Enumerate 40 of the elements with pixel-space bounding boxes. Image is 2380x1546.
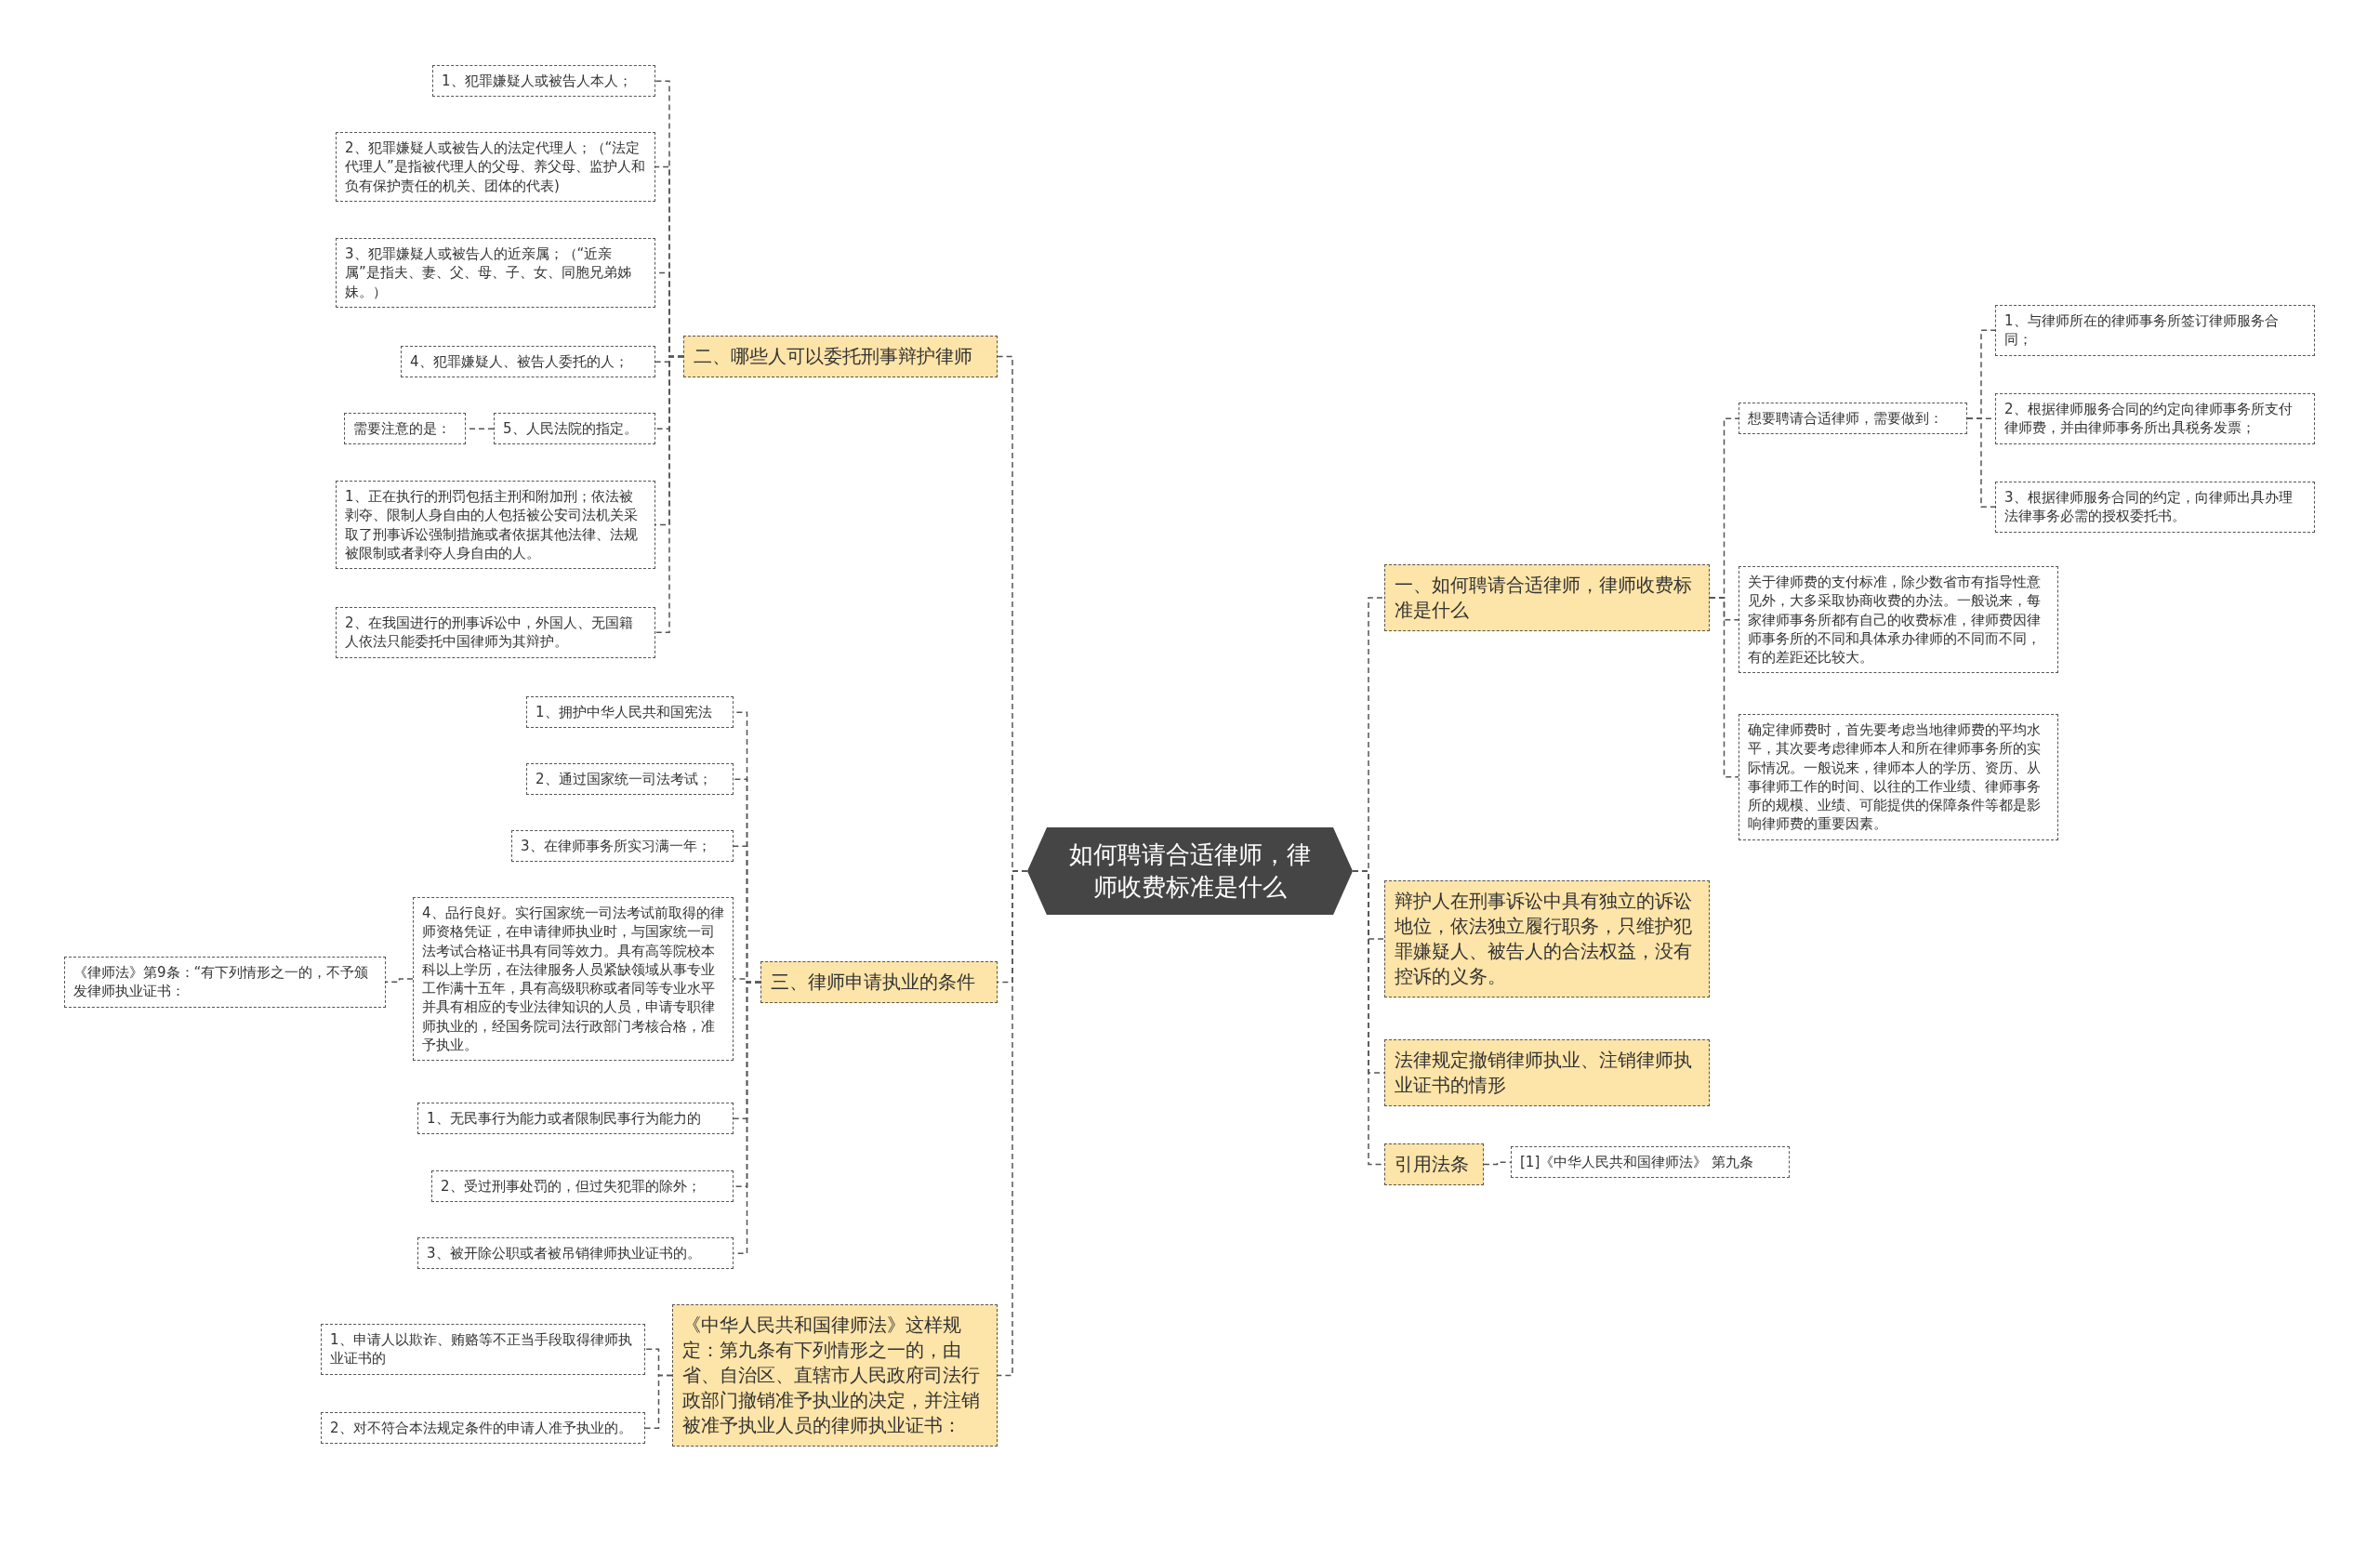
topic-box: 三、律师申请执业的条件	[760, 961, 998, 1003]
note-box: 2、根据律师服务合同的约定向律师事务所支付律师费，并由律师事务所出具税务发票；	[1995, 393, 2315, 444]
note-box: 2、受过刑事处罚的，但过失犯罪的除外；	[431, 1170, 734, 1203]
note-box: 4、犯罪嫌疑人、被告人委托的人；	[401, 346, 655, 378]
connector-line	[644, 1374, 673, 1429]
note-box: 1、申请人以欺诈、贿赂等不正当手段取得律师执业证书的	[321, 1324, 645, 1375]
note-box: 1、拥护中华人民共和国宪法	[526, 696, 734, 729]
note-box: 想要聘请合适律师，需要做到：	[1739, 403, 1967, 435]
topic-box: 一、如何聘请合适律师，律师收费标准是什么	[1384, 564, 1710, 631]
note-box: 《律师法》第9条：“有下列情形之一的，不予颁发律师执业证书：	[64, 957, 386, 1008]
note-box: 3、犯罪嫌疑人或被告人的近亲属；（“近亲属”是指夫、妻、父、母、子、女、同胞兄弟姊妹。）	[336, 238, 655, 308]
note-box: 5、人民法院的指定。	[494, 413, 655, 445]
note-box: 3、在律师事务所实习满一年；	[511, 830, 734, 863]
topic-box: 引用法条	[1384, 1143, 1484, 1185]
connector-line	[1709, 597, 1739, 778]
note-box: 3、根据律师服务合同的约定，向律师出具办理法律事务必需的授权委托书。	[1995, 482, 2315, 533]
note-box: 需要注意的是：	[344, 413, 466, 445]
note-box: 2、对不符合本法规定条件的申请人准予执业的。	[321, 1412, 645, 1445]
note-box: 关于律师费的支付标准，除少数省市有指导性意见外，大多采取协商收费的办法。一般说来，每家律师事务所都有自己的收费标准，律师费因律师事务所的不同和具体承办律师的不同而不同，有的差距还比较大。	[1739, 566, 2058, 674]
note-box: 1、与律师所在的律师事务所签订律师服务合同；	[1995, 305, 2315, 356]
note-box: 确定律师费时，首先要考虑当地律师费的平均水平，其次要考虑律师本人和所在律师事务所的实际情况。一般说来，律师本人的学历、资历、从事律师工作的时间、以往的工作业绩、律师事务所的规模、业绩、可能提供的保障条件等都是影响律师费的重要因素。	[1739, 714, 2058, 840]
note-box: 3、被开除公职或者被吊销律师执业证书的。	[417, 1237, 734, 1270]
central-topic-box: 如何聘请合适律师，律师收费标准是什么	[1027, 827, 1353, 916]
note-box: 4、品行良好。实行国家统一司法考试前取得的律师资格凭证，在申请律师执业时，与国家统一司法考试合格证书具有同等效力。具有高等院校本科以上学历，在法律服务人员紧缺领域从事专业工作满十五年，具有高级职称或者同等专业水平并具有相应的专业法律知识的人员，申请专职律师执业的，经国务院司法行政部门考核合格，准予执业。	[413, 897, 734, 1061]
topic-box: 辩护人在刑事诉讼中具有独立的诉讼地位，依法独立履行职务，只维护犯罪嫌疑人、被告人的合法权益，没有控诉的义务。	[1384, 880, 1710, 998]
topic-box: 法律规定撤销律师执业、注销律师执业证书的情形	[1384, 1039, 1710, 1106]
note-box: 2、通过国家统一司法考试；	[526, 763, 734, 796]
connector-line	[654, 355, 684, 633]
note-box: 1、正在执行的刑罚包括主刑和附加刑；依法被剥夺、限制人身自由的人包括被公安司法机关采取了刑事诉讼强制措施或者依据其他法律、法规被限制或者剥夺人身自由的人。	[336, 481, 655, 569]
connector-line	[1483, 1161, 1512, 1166]
note-box: 2、犯罪嫌疑人或被告人的法定代理人；（“法定代理人”是指被代理人的父母、养父母、监护人和负有保护责任的机关、团体的代表)	[336, 132, 655, 202]
note-box: 2、在我国进行的刑事诉讼中，外国人、无国籍人依法只能委托中国律师为其辩护。	[336, 607, 655, 658]
note-box: 1、犯罪嫌疑人或被告人本人；	[432, 65, 655, 98]
topic-box: 《中华人民共和国律师法》这样规定：第九条有下列情形之一的，由省、自治区、直辖市人民政府司法行政部门撤销准予执业的决定，并注销被准予执业人员的律师执业证书：	[672, 1304, 998, 1447]
connector-line	[385, 978, 414, 983]
topic-box: 二、哪些人可以委托刑事辩护律师	[683, 336, 998, 377]
note-box: [1]《中华人民共和国律师法》 第九条	[1511, 1146, 1790, 1179]
note-box: 1、无民事行为能力或者限制民事行为能力的	[417, 1103, 734, 1135]
connector-line	[997, 870, 1028, 1377]
connector-line	[1966, 417, 1996, 508]
